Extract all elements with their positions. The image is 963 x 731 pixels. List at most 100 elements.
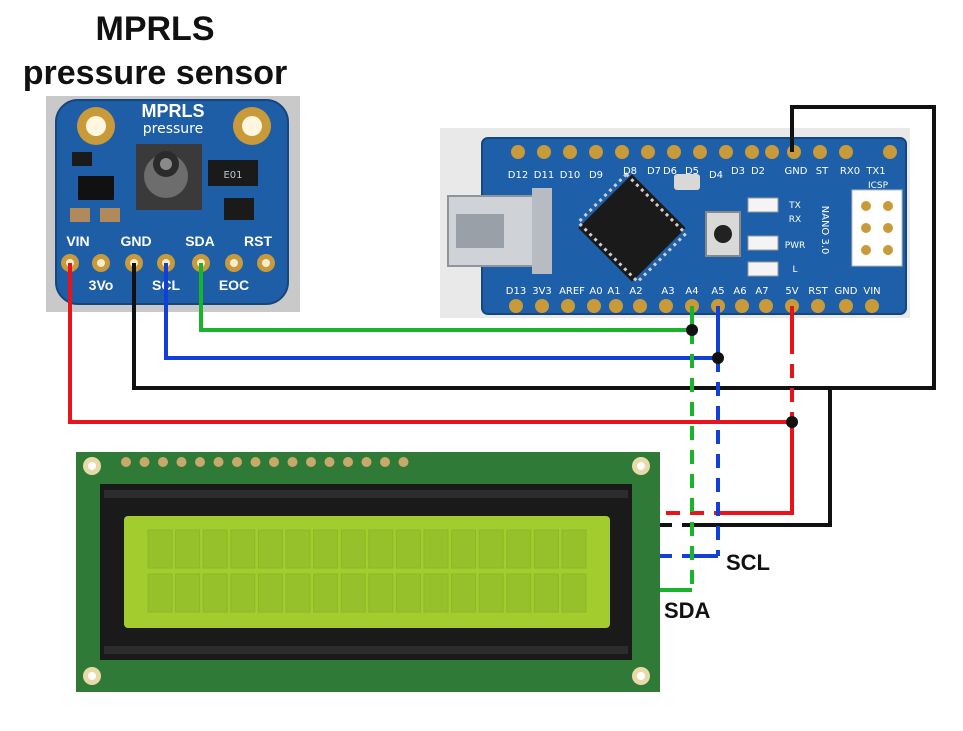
lcd-character-cell	[451, 573, 477, 613]
mprls-sensor-board: MPRLS pressure E01 VIN 3Vo GND SCL SDA E…	[46, 96, 300, 312]
nano-pin-label-a7: A7	[755, 286, 768, 297]
lcd-character-cell	[285, 573, 311, 613]
lcd-header-pin	[343, 457, 353, 467]
sensor-pin-label-vin: VIN	[66, 233, 89, 249]
nano-pin-label-st: ST	[816, 166, 829, 177]
lcd-character-cell	[368, 573, 394, 613]
sensor-pin-label-3vo: 3Vo	[89, 277, 114, 293]
nano-pin-label-d7: D7	[647, 166, 661, 177]
nano-pin-label-gnd-top: GND	[785, 166, 808, 177]
nano-pin-label-rst: RST	[808, 286, 828, 297]
nano-pin-label-d3: D3	[731, 166, 745, 177]
sensor-chip-label: E01	[223, 170, 242, 181]
lcd-character-cell	[423, 573, 449, 613]
lcd-header-pin	[287, 457, 298, 467]
nano-icsp-label: ICSP	[868, 181, 889, 191]
nano-pin-label-a0: A0	[589, 286, 602, 297]
lcd-character-cell	[285, 529, 311, 569]
lcd-character-cell	[395, 573, 421, 613]
nano-pin-label-d11: D11	[534, 170, 554, 181]
wire-scl	[164, 263, 718, 360]
sensor-pin-label-rst: RST	[244, 233, 272, 249]
nano-led-label-tx: TX	[788, 201, 801, 211]
sensor-pin-label-gnd: GND	[120, 233, 151, 249]
nano-pin-label-d8: D8	[623, 166, 637, 177]
lcd-character-cell	[313, 573, 339, 613]
sensor-title-line1: MPRLS	[96, 10, 215, 48]
nano-pin-label-d9: D9	[589, 170, 603, 181]
nano-pin-label-tx1: TX1	[865, 166, 885, 177]
nano-pin-label-a3: A3	[661, 286, 674, 297]
lcd-header-pin	[121, 457, 131, 467]
nano-led-label-l: L	[792, 265, 797, 275]
lcd-character-cell	[202, 529, 228, 569]
lcd-header-pin	[232, 457, 242, 467]
lcd-header-pin	[324, 457, 335, 467]
nano-top-pins: D12 D11 D10 D9 D8 D7 D6 D5 D4 D3 D2 GND …	[508, 145, 897, 181]
lcd-16x2-module	[76, 452, 660, 692]
lcd-character-cell	[147, 573, 173, 613]
lcd-character-cell	[533, 573, 559, 613]
lcd-character-cell	[451, 529, 477, 569]
lcd-header-pin	[250, 457, 261, 467]
nano-pin-label-a4: A4	[685, 286, 698, 297]
lcd-character-cell	[368, 529, 394, 569]
nano-pin-label-rx0: RX0	[840, 166, 860, 177]
lcd-character-cell	[423, 529, 449, 569]
lcd-header-pin	[139, 457, 150, 467]
scl-label: SCL	[726, 550, 770, 575]
lcd-header-pin	[306, 457, 316, 467]
lcd-character-cell	[202, 573, 228, 613]
lcd-character-cell	[175, 529, 201, 569]
sensor-board-label: MPRLS	[142, 101, 205, 121]
nano-pin-label-d13: D13	[506, 286, 526, 297]
lcd-character-cell	[506, 529, 532, 569]
nano-pin-label-d12: D12	[508, 170, 528, 181]
lcd-character-cell	[340, 529, 366, 569]
lcd-header-pin	[213, 457, 224, 467]
lcd-header-pin	[398, 457, 409, 467]
lcd-character-cell	[506, 573, 532, 613]
lcd-character-cell	[561, 573, 587, 613]
lcd-header-pins	[121, 457, 409, 467]
lcd-header-pin	[380, 457, 390, 467]
nano-pin-label-a1: A1	[607, 286, 620, 297]
lcd-character-cell	[257, 573, 283, 613]
lcd-header-pin	[158, 457, 168, 467]
wire-gnd-lcd	[696, 388, 832, 527]
nano-pin-label-a6: A6	[733, 286, 746, 297]
nano-pin-label-d4: D4	[709, 170, 723, 181]
lcd-header-pin	[176, 457, 187, 467]
lcd-header-pin	[269, 457, 279, 467]
sensor-board-sublabel: pressure	[143, 121, 203, 137]
lcd-character-cell	[340, 573, 366, 613]
arduino-nano-board: TX RX PWR L NANO 3.0 ICSP D12 D11 D10 D9…	[440, 128, 910, 318]
nano-pin-label-gnd-bottom: GND	[835, 286, 858, 297]
sensor-title-line2: pressure sensor	[23, 54, 288, 92]
nano-pin-label-5v: 5V	[785, 286, 798, 297]
wires	[68, 105, 936, 592]
nano-pin-label-d2: D2	[751, 166, 765, 177]
lcd-character-cell	[257, 529, 283, 569]
nano-pin-label-vin: VIN	[863, 286, 880, 297]
lcd-character-cell	[313, 529, 339, 569]
nano-bottom-pins: D13 3V3 AREF A0 A1 A2 A3 A4 A5 A6 A7 5V …	[506, 286, 881, 313]
lcd-character-cell	[561, 529, 587, 569]
lcd-header-pin	[195, 457, 205, 467]
nano-pin-label-d10: D10	[560, 170, 580, 181]
nano-pin-label-aref: AREF	[559, 286, 585, 297]
wire-junctions	[686, 324, 798, 428]
lcd-character-cell	[147, 529, 173, 569]
lcd-character-cell	[533, 529, 559, 569]
wire-sda	[199, 263, 692, 332]
lcd-character-cell	[395, 529, 421, 569]
nano-model-label: NANO 3.0	[819, 206, 830, 255]
lcd-header-pin	[361, 457, 372, 467]
lcd-character-grid	[147, 529, 587, 613]
nano-pin-label-d5: D5	[685, 166, 699, 177]
nano-led-label-rx: RX	[789, 215, 801, 225]
sda-label: SDA	[664, 598, 711, 623]
wire-gnd	[132, 105, 936, 390]
lcd-character-cell	[230, 529, 256, 569]
